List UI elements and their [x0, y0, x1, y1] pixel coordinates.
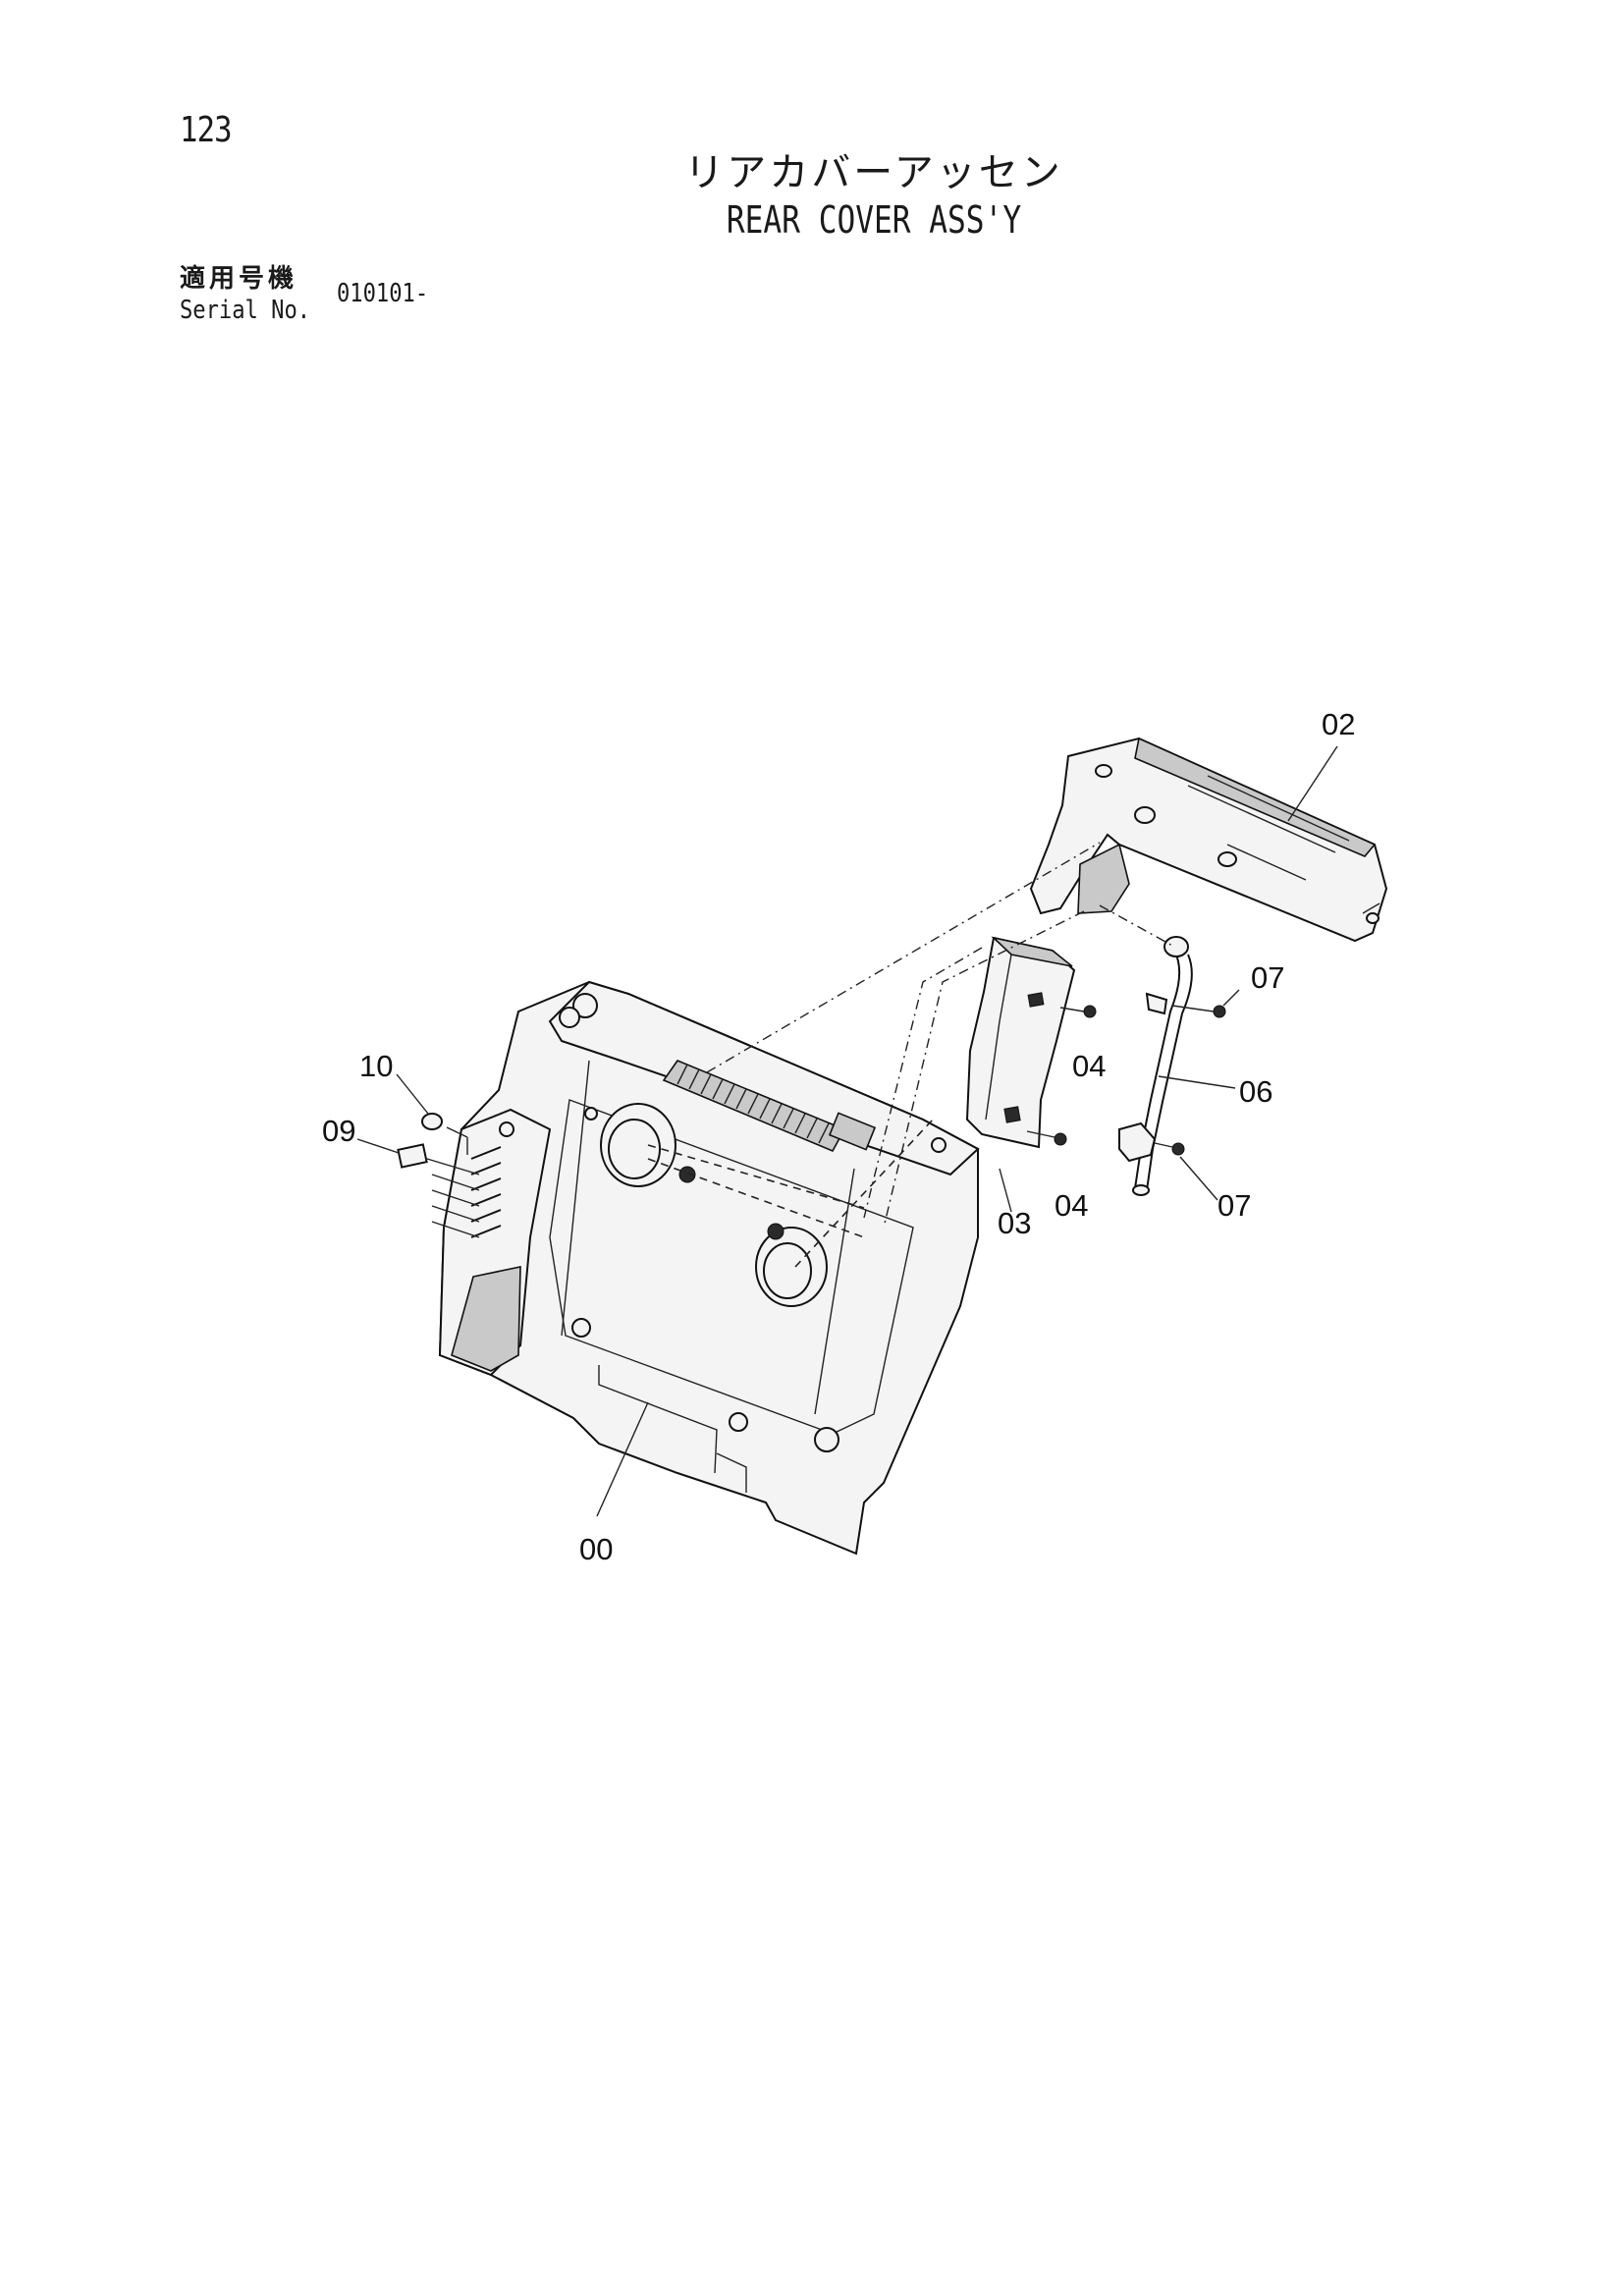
part-00-rear-cover: [438, 980, 980, 1556]
callout-09: 09: [322, 1114, 355, 1148]
callout-02: 02: [1322, 707, 1355, 741]
title-japanese: リアカバーアッセン: [684, 150, 1063, 195]
callout-04-lower: 04: [1055, 1188, 1088, 1223]
callout-10: 10: [359, 1049, 393, 1083]
screw-04-lower: [1026, 1130, 1067, 1146]
top-grille-slats: [676, 1064, 830, 1144]
callout-00: 00: [579, 1532, 613, 1566]
callout-07-lower: 07: [1217, 1188, 1251, 1223]
serial-label: 適用号機 Serial No.: [180, 263, 334, 326]
callout-04-upper: 04: [1072, 1049, 1106, 1083]
assembly-lines: [426, 842, 1175, 1268]
callout-06: 06: [1239, 1074, 1272, 1109]
serial-label-english: Serial No.: [180, 296, 311, 325]
page-number: 123: [180, 110, 233, 150]
screw-07-lower: [1154, 1142, 1185, 1156]
serial-label-japanese: 適用号機: [180, 264, 298, 294]
part-09-clip: [397, 1143, 428, 1169]
part-10-cap: [421, 1113, 443, 1130]
part-03-inner-duct: [965, 936, 1076, 1149]
part-02-upper-duct: [1029, 737, 1388, 943]
title-english: REAR COVER ASS'Y: [726, 198, 1022, 242]
screw-04-upper: [1059, 1005, 1097, 1018]
serial-number-value: 010101-: [337, 279, 429, 308]
title-block: リアカバーアッセン REAR COVER ASS'Y: [550, 149, 1198, 244]
callout-03: 03: [998, 1206, 1031, 1240]
screw-07-upper: [1171, 1005, 1226, 1018]
part-06-hose: [1118, 936, 1193, 1196]
callout-07-upper: 07: [1251, 960, 1284, 995]
leader-lines: [356, 745, 1338, 1517]
side-louvers: [470, 1146, 502, 1238]
